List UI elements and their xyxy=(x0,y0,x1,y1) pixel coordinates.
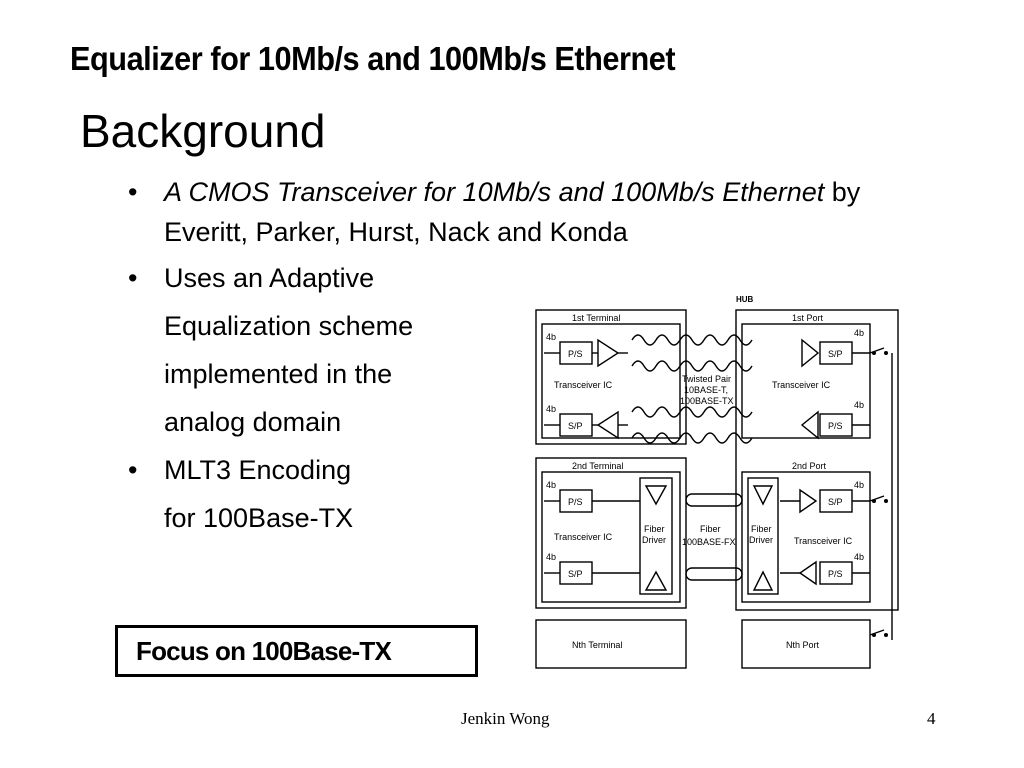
transceiver-label: Transceiver IC xyxy=(772,380,831,390)
slide-title: Equalizer for 10Mb/s and 100Mb/s Etherne… xyxy=(70,40,676,77)
transceiver-label: Transceiver IC xyxy=(554,532,613,542)
sp-label: S/P xyxy=(568,569,583,579)
sp-label: S/P xyxy=(828,349,843,359)
ps-label: P/S xyxy=(568,349,583,359)
hub-label: HUB xyxy=(736,295,754,304)
network-diagram: HUB 1st Terminal 2nd Terminal Nth Termin… xyxy=(535,295,899,669)
bullet-continuation: for 100Base-TX xyxy=(164,503,354,533)
bullet-item-mlt3: • MLT3 Encoding xyxy=(128,446,904,494)
port-n-box xyxy=(741,619,871,669)
twisted-pair-label: 100BASE-TX xyxy=(680,396,734,406)
terminal-n-box xyxy=(535,619,687,669)
bullet-continuation: analog domain xyxy=(164,407,342,437)
bullet-line: MLT3 Encoding xyxy=(164,455,352,485)
bits-label: 4b xyxy=(854,552,864,562)
footer-author: Jenkin Wong xyxy=(461,709,550,728)
bits-label: 4b xyxy=(546,332,556,342)
fiber-label: Fiber xyxy=(700,524,721,534)
transceiver-label: Transceiver IC xyxy=(794,536,853,546)
terminal-n-label: Nth Terminal xyxy=(572,640,622,650)
section-heading: Background xyxy=(80,105,326,157)
page-number: 4 xyxy=(927,709,936,728)
ps-label: P/S xyxy=(828,569,843,579)
twisted-pair-label: Twisted Pair xyxy=(682,374,731,384)
port-n-label: Nth Port xyxy=(786,640,820,650)
bits-label: 4b xyxy=(546,404,556,414)
bullet-symbol: • xyxy=(128,177,138,207)
ps-label: P/S xyxy=(828,421,843,431)
fiber-label: 100BASE-FX xyxy=(682,537,736,547)
fiber-driver-label: Driver xyxy=(642,535,666,545)
paper-title: A CMOS Transceiver for 10Mb/s and 100Mb/… xyxy=(164,177,825,207)
bits-label: 4b xyxy=(546,552,556,562)
fiber-driver-label: Fiber xyxy=(644,524,665,534)
fiber-driver-label: Fiber xyxy=(751,524,772,534)
paper-authors: by Everitt, Parker, Hurst, Nack and Kond… xyxy=(164,177,861,247)
bits-label: 4b xyxy=(546,480,556,490)
bullet-item-equalization: • Uses an Adaptive xyxy=(128,254,904,302)
bullet-list: • A CMOS Transceiver for 10Mb/s and 100M… xyxy=(128,172,904,542)
terminal-1-box xyxy=(535,309,687,445)
bullet-item-paper: • A CMOS Transceiver for 10Mb/s and 100M… xyxy=(128,172,904,252)
port-2-box xyxy=(741,471,871,603)
sp-label: S/P xyxy=(568,421,583,431)
sp-label: S/P xyxy=(828,497,843,507)
port-1-label: 1st Port xyxy=(792,313,824,323)
bullet-continuation: implemented in the xyxy=(164,359,393,389)
bullet-continuation: Equalization scheme xyxy=(164,311,414,341)
terminal-1-label: 1st Terminal xyxy=(572,313,620,323)
port-2-label: 2nd Port xyxy=(792,461,827,471)
bits-label: 4b xyxy=(854,480,864,490)
bullet-symbol: • xyxy=(128,263,138,293)
hub-box xyxy=(735,309,899,611)
bits-label: 4b xyxy=(854,400,864,410)
fiber-driver-terminal xyxy=(639,477,673,595)
fiber-driver-hub xyxy=(747,477,779,595)
terminal-2-label: 2nd Terminal xyxy=(572,461,623,471)
bullet-symbol: • xyxy=(128,455,138,485)
fiber-driver-label: Driver xyxy=(749,535,773,545)
bits-label: 4b xyxy=(854,328,864,338)
ps-label: P/S xyxy=(568,497,583,507)
twisted-pair-label: 10BASE-T, xyxy=(684,385,728,395)
bullet-line: Uses an Adaptive xyxy=(164,263,375,293)
terminal-2-box xyxy=(535,457,687,609)
transceiver-label: Transceiver IC xyxy=(554,380,613,390)
port-1-box xyxy=(741,323,871,439)
focus-callout-box xyxy=(115,625,478,677)
focus-callout-text: Focus on 100Base-TX xyxy=(136,636,392,666)
